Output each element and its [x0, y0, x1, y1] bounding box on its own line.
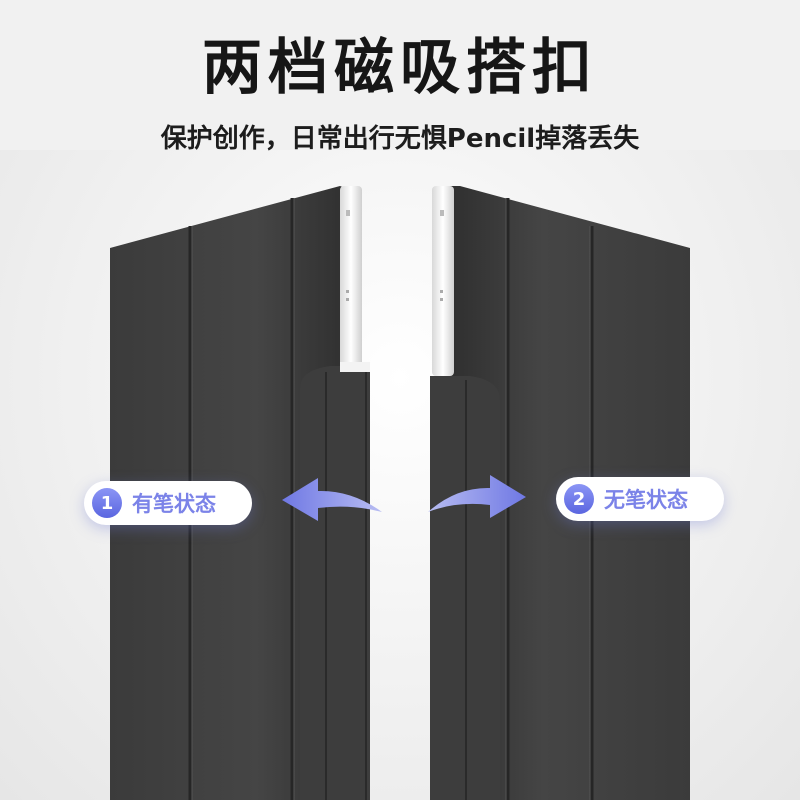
badge-label-without-pencil: 无笔状态	[604, 488, 688, 512]
badge-number-2: 2	[564, 484, 594, 514]
right-arrow-icon	[428, 475, 526, 518]
right-tablet-edge	[432, 186, 454, 376]
subheadline: 保护创作，日常出行无惧Pencil掉落丢失	[160, 124, 640, 154]
state-badge-without-pencil: 2 无笔状态	[556, 477, 724, 521]
badge-number-1: 1	[92, 488, 122, 518]
headline: 两档磁吸搭扣	[202, 33, 598, 103]
state-badge-with-pencil: 1 有笔状态	[84, 481, 252, 525]
badge-label-with-pencil: 有笔状态	[132, 492, 216, 516]
left-pencil-strap	[300, 366, 370, 800]
left-arrow-icon	[282, 478, 382, 521]
left-pencil	[340, 186, 362, 376]
